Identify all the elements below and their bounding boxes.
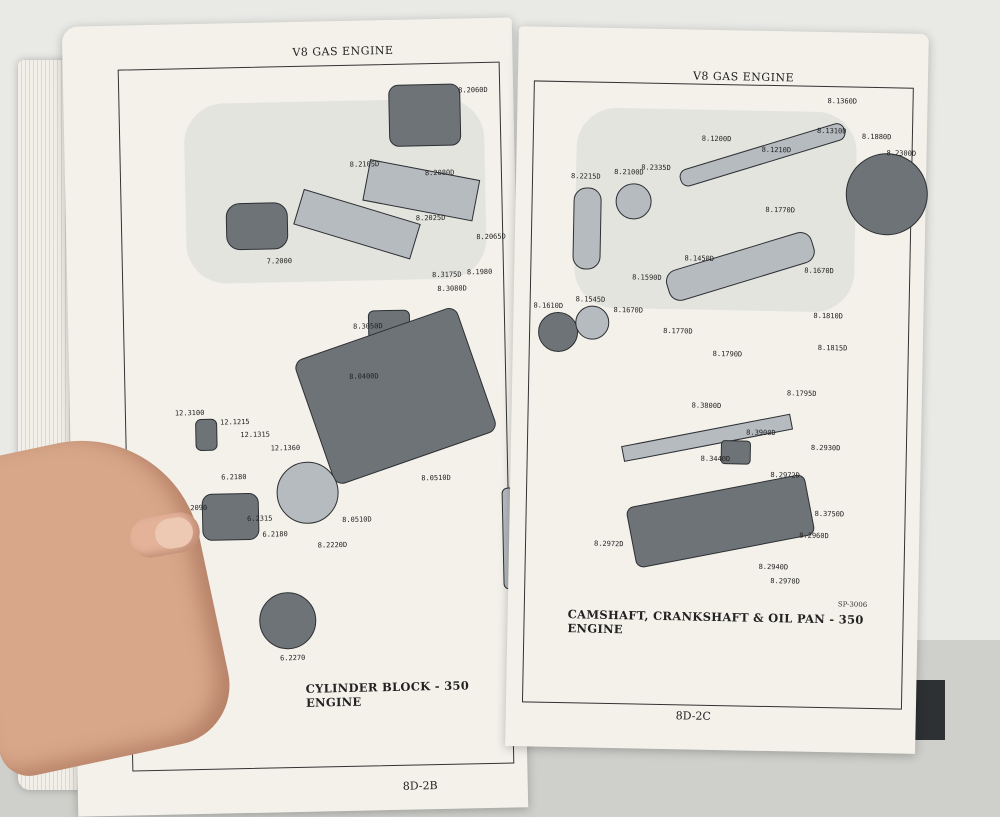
part-label: 8.3175D (431, 270, 462, 280)
timing-chain-part (572, 187, 602, 270)
part-label: 12.1215 (220, 417, 250, 427)
figure-reference-code: SP-3006 (837, 600, 868, 609)
part-label: 8.2215D (571, 172, 601, 181)
part-label: 8.2025D (415, 213, 446, 223)
part-label: 8.1770D (663, 326, 693, 336)
right-page: V8 GAS ENGINE 8.1360D 8.1310D 8.1880D 8.… (505, 26, 929, 754)
part-label: 8.1210D (761, 145, 792, 155)
part-label: 8.2300D (886, 149, 917, 158)
left-page-number: 8D-2B (402, 779, 438, 793)
part-label: 7.2000 (266, 257, 293, 266)
part-label: 8.0510D (421, 473, 451, 483)
part-label: 8.1815D (817, 343, 848, 353)
part-label: 8.1795D (786, 389, 817, 398)
part-label: 8.2220D (317, 540, 348, 550)
part-label: 8.3900D (746, 428, 776, 438)
part-label: 8.1360D (827, 97, 858, 106)
right-page-number: 8D-2C (675, 709, 712, 723)
part-label: 8.1310D (816, 126, 847, 136)
part-label: 8.1880D (861, 132, 892, 142)
part-label: 12.3100 (174, 408, 205, 418)
left-page-caption: CYLINDER BLOCK - 350 ENGINE (305, 678, 470, 710)
part-label: 8.1670D (613, 305, 644, 315)
starter-motor-part (225, 202, 289, 251)
left-page-header: V8 GAS ENGINE (292, 43, 394, 59)
part-label: 6.2315 (247, 514, 273, 524)
part-label: 8.2972D (770, 471, 800, 480)
part-label: 8.2970D (770, 577, 800, 586)
part-label: 6.2270 (279, 653, 306, 663)
part-label: 6.2180 (221, 473, 247, 482)
part-label: 8.1450D (684, 254, 715, 263)
part-label: 8.2065D (476, 232, 506, 242)
part-label: 8.2080D (424, 168, 455, 178)
part-label: 8.3050D (353, 322, 383, 331)
part-label: 12.1315 (240, 430, 270, 440)
part-label: 8.1810D (813, 311, 844, 321)
part-label: 8.1610D (533, 301, 564, 311)
oil-filter-part (195, 418, 218, 452)
part-label: 8.2105D (349, 160, 380, 169)
part-label: 8.1980 (466, 267, 493, 277)
part-label: 6.2180 (262, 530, 288, 539)
part-label: 12.1360 (270, 443, 301, 453)
part-label: 8.0510D (342, 515, 372, 525)
part-label: 8.3800D (691, 401, 722, 411)
part-label: 8.2335D (641, 163, 671, 173)
part-label: 8.1590D (632, 273, 662, 282)
part-label: 8.2930D (810, 443, 841, 453)
part-label: 8.3750D (814, 509, 845, 519)
part-label: 8.3440D (700, 454, 731, 464)
part-label: 8.1200D (701, 134, 732, 144)
part-label: 8.3080D (437, 284, 467, 293)
part-label: 8.2960D (799, 531, 829, 541)
part-label: 8.2100D (614, 167, 644, 177)
part-label: 8.0400D (349, 372, 379, 381)
part-label: 8.1545D (575, 295, 606, 304)
part-label: 8.2972D (593, 539, 624, 549)
right-page-header: V8 GAS ENGINE (692, 69, 795, 85)
part-label: 8.2940D (758, 562, 789, 572)
part-label: 8.1770D (765, 205, 796, 215)
part-label: 8.1670D (804, 266, 834, 276)
part-label: 8.2060D (458, 85, 488, 95)
bell-housing-part (388, 83, 462, 147)
part-label: 8.1790D (712, 349, 743, 359)
flywheel-part (845, 152, 929, 237)
